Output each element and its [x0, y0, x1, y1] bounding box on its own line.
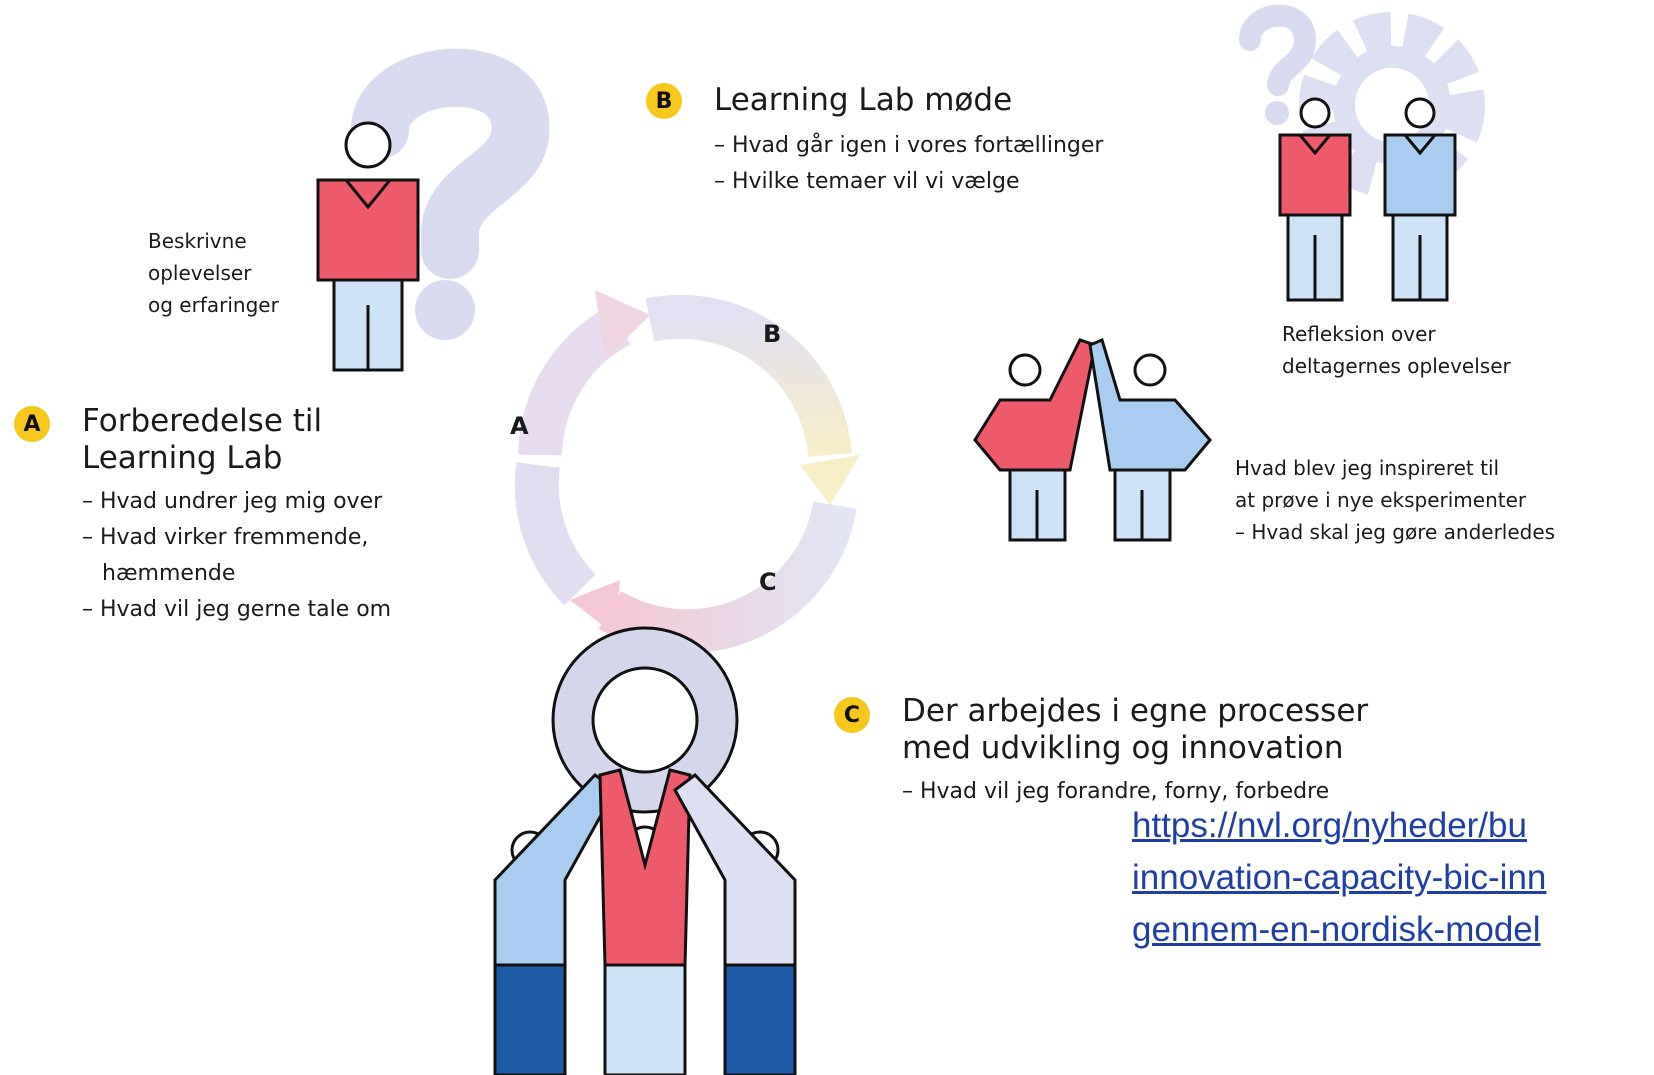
- reflection-caption: Refleksion over deltagernes oplevelser: [1282, 322, 1511, 378]
- list-item: – Hvad undrer jeg mig over: [82, 489, 383, 514]
- list-item: – Hvad vil jeg gerne tale om: [82, 597, 392, 622]
- list-item: – Hvilke temaer vil vi vælge: [714, 169, 1020, 194]
- question-mark-icon: [1239, 4, 1317, 125]
- section-c-bullets: – Hvad vil jeg forandre, forny, forbedre: [902, 774, 1329, 810]
- list-item: – Hvad vil jeg forandre, forny, forbedre: [902, 779, 1330, 804]
- section-b-title: Learning Lab møde: [714, 82, 1013, 118]
- cycle-arrow-icon: [514, 290, 860, 654]
- describe-caption: Beskrivne oplevelser og erfaringer: [148, 229, 279, 317]
- source-link[interactable]: https://nvl.org/nyheder/bu innovation-ca…: [1132, 806, 1547, 949]
- person-icon: [1278, 97, 1352, 302]
- section-b-bullets: – Hvad går igen i vores fortællinger – H…: [714, 128, 1103, 200]
- section-a-bullets: – Hvad undrer jeg mig over – Hvad virker…: [82, 484, 391, 628]
- badge-b: B: [646, 83, 682, 119]
- badge-a: A: [14, 406, 50, 442]
- badge-c: C: [834, 697, 870, 733]
- cycle-label-c: C: [759, 568, 777, 596]
- inspired-caption: Hvad blev jeg inspireret til at prøve i …: [1235, 456, 1556, 544]
- high-five-icon: [973, 337, 1212, 542]
- section-c-title: Der arbejdes i egne processer med udvikl…: [902, 693, 1369, 766]
- list-item: hæmmende: [102, 561, 236, 586]
- question-mark-icon: [351, 48, 550, 340]
- person-icon: [316, 121, 420, 372]
- cycle-label-a: A: [510, 412, 529, 440]
- person-icon: [1383, 97, 1457, 302]
- list-item: – Hvad virker fremmende,: [82, 525, 369, 550]
- section-a-title: Forberedelse til Learning Lab: [82, 403, 323, 476]
- team-lift-gear-icon: [493, 626, 797, 1075]
- list-item: – Hvad går igen i vores fortællinger: [714, 133, 1104, 158]
- cycle-label-b: B: [763, 320, 782, 348]
